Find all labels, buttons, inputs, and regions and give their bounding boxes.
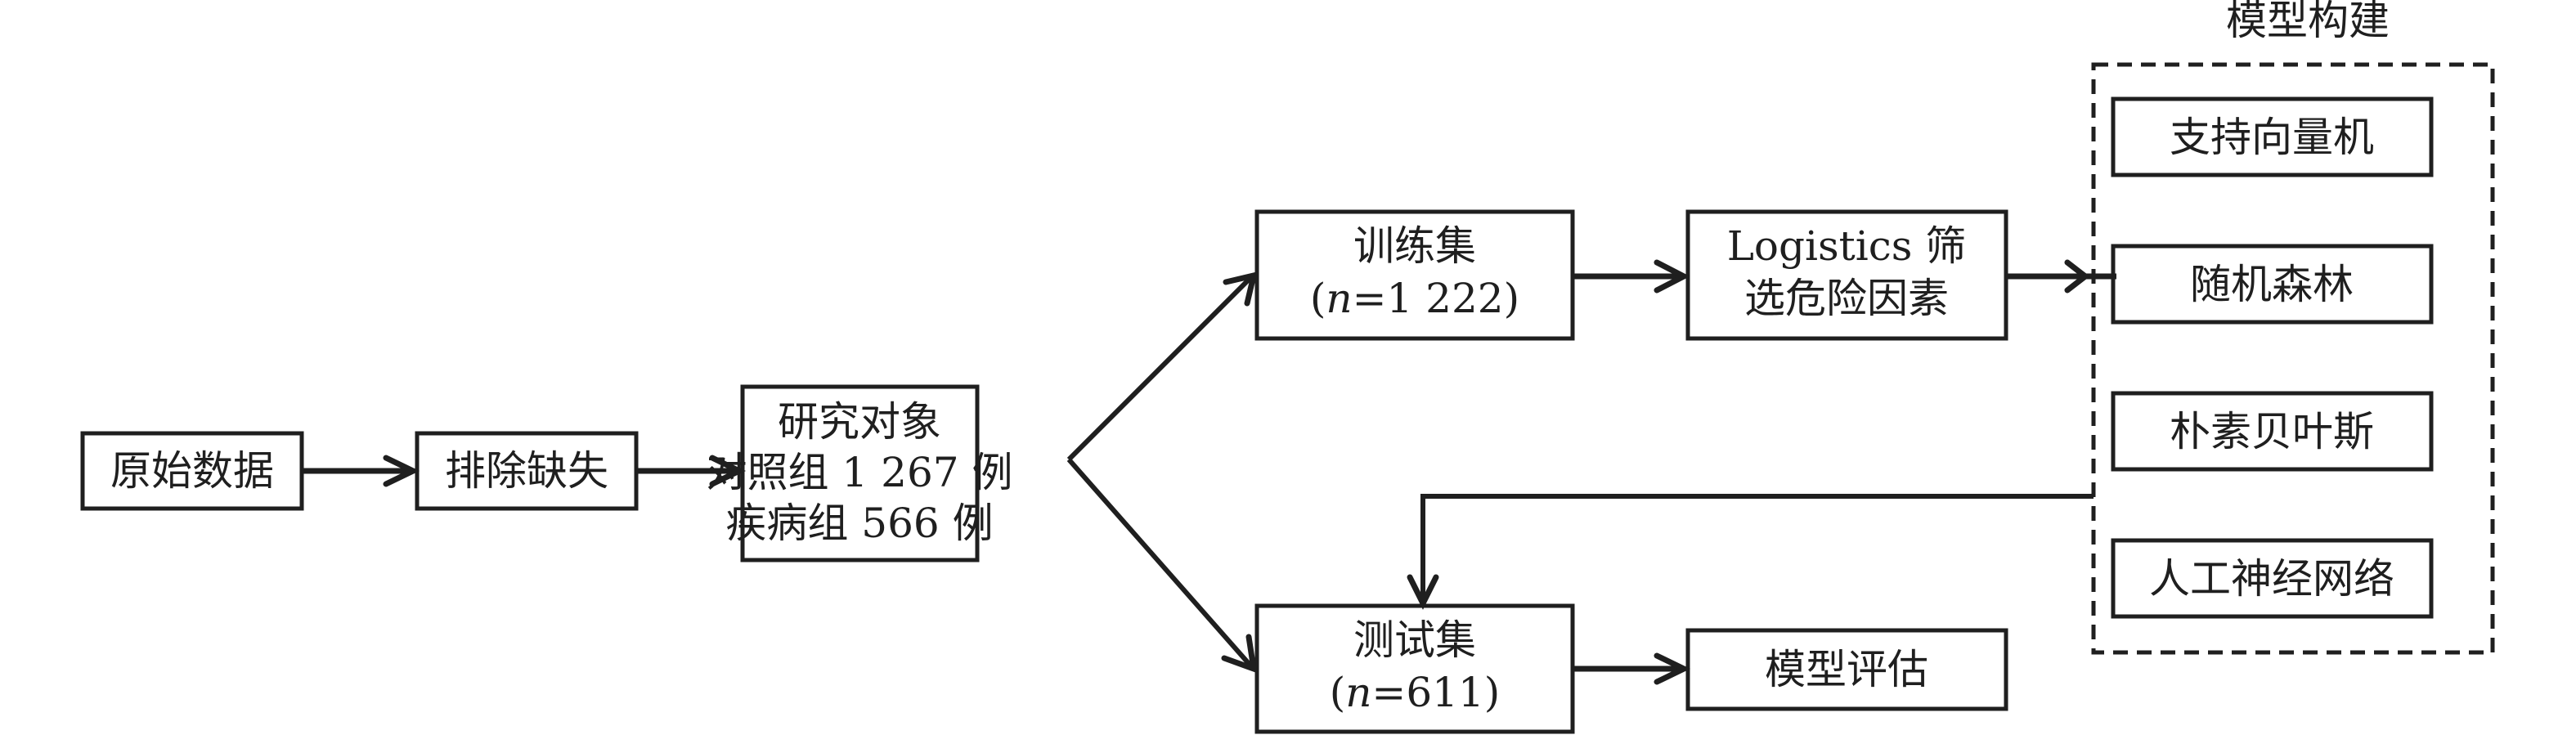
- arrowhead-icon: [1654, 259, 1690, 294]
- feedback-line: [1420, 494, 2094, 602]
- n-symbol: n: [1326, 275, 1352, 322]
- open-paren: (: [1310, 275, 1326, 322]
- study-subjects-disease-line: 疾病组 566 例: [725, 500, 993, 547]
- model-random-forest-box: [2111, 244, 2434, 325]
- arrowhead-icon: [1407, 574, 1439, 610]
- arrowhead-icon: [1654, 652, 1691, 685]
- edge-logistics-to-models: [2007, 259, 2116, 294]
- node-model-eval-box: [1685, 628, 2008, 711]
- edge-raw-to-exclude: [303, 455, 420, 487]
- edge-models-to-test: [1407, 494, 2094, 610]
- study-subjects-control-line: 对照组 1 267 例: [707, 449, 1013, 496]
- arrowhead-icon: [709, 455, 747, 487]
- node-logistics-box: [1685, 209, 2008, 341]
- study-subjects-title: 研究对象: [778, 398, 941, 446]
- model-svm-box: [2111, 96, 2434, 177]
- arrow-line: [1066, 458, 1254, 668]
- test-set-count: =611: [1371, 669, 1483, 716]
- arrowhead-icon: [383, 455, 420, 487]
- disease-group-label: 疾病组: [725, 500, 848, 547]
- node-exclude-missing-label: 排除缺失: [445, 447, 608, 495]
- edge-exclude-to-subjects: [637, 455, 747, 487]
- node-exclude-missing-box: [415, 431, 639, 511]
- node-training-set: 训练集 (n=1 222): [1254, 209, 1575, 341]
- node-exclude-missing: 排除缺失: [415, 431, 639, 511]
- arrowhead-icon: [1223, 271, 1258, 307]
- node-study-subjects: 研究对象 对照组 1 267 例 疾病组 566 例: [707, 384, 1013, 562]
- disease-group-unit: 例: [953, 500, 994, 547]
- model-build-dashed-container: [2091, 62, 2495, 655]
- model-eval-label: 模型评估: [1765, 646, 1928, 693]
- node-model-eval: 模型评估: [1685, 628, 2008, 711]
- training-set-size: (n=1 222): [1310, 275, 1519, 322]
- node-raw-data: 原始数据: [80, 431, 304, 511]
- arrowhead-icon: [2064, 259, 2090, 294]
- edge-subjects-to-training: [1066, 271, 1258, 462]
- model-naive-bayes-label: 朴素贝叶斯: [2170, 408, 2374, 455]
- training-set-count: =1 222: [1353, 275, 1504, 322]
- node-study-subjects-box: [740, 384, 980, 562]
- arrowhead-icon: [1221, 634, 1258, 674]
- node-raw-data-box: [80, 431, 304, 511]
- arrow-line: [1066, 275, 1254, 462]
- test-set-label: 测试集: [1353, 616, 1476, 664]
- close-paren: ): [1504, 275, 1520, 322]
- model-build-group: 模型构建 支持向量机 随机森林 朴素贝叶斯 人工神经网络: [2091, 0, 2495, 655]
- node-test-set: 测试集 (n=611): [1254, 603, 1575, 734]
- n-symbol: n: [1345, 669, 1371, 716]
- logistics-line-2: 选危险因素: [1744, 275, 1949, 322]
- model-random-forest-label: 随机森林: [2190, 261, 2354, 308]
- node-training-set-box: [1254, 209, 1575, 341]
- logistics-line-1: Logistics 筛: [1727, 222, 1967, 270]
- model-naive-bayes-box: [2111, 391, 2434, 472]
- node-raw-data-label: 原始数据: [110, 447, 274, 495]
- edge-training-to-logistics: [1573, 259, 1690, 294]
- disease-group-count: 566: [861, 500, 939, 547]
- node-logistics: Logistics 筛 选危险因素: [1685, 209, 2008, 341]
- model-ann-box: [2111, 538, 2434, 619]
- close-paren: ): [1484, 669, 1501, 716]
- model-svm-label: 支持向量机: [2170, 114, 2374, 161]
- model-ann-label: 人工神经网络: [2149, 555, 2394, 603]
- test-set-size: (n=611): [1330, 669, 1501, 716]
- control-group-count: 1 267: [841, 449, 958, 496]
- edge-subjects-to-test: [1066, 458, 1258, 674]
- node-test-set-box: [1254, 603, 1575, 734]
- model-build-title: 模型构建: [2226, 0, 2390, 44]
- edge-test-to-eval: [1573, 652, 1691, 685]
- control-group-unit: 例: [972, 449, 1012, 496]
- open-paren: (: [1330, 669, 1346, 716]
- training-set-label: 训练集: [1353, 222, 1476, 270]
